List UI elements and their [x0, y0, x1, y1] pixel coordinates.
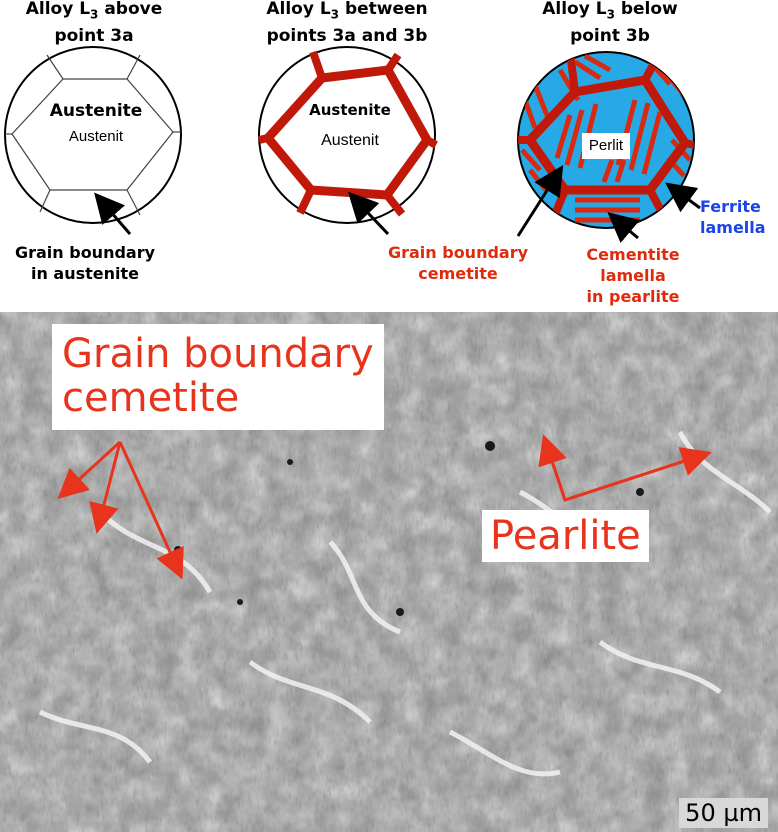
austenite-label-2: Austenite: [309, 101, 391, 119]
panel-3-title: Alloy L3 below point 3b: [542, 0, 678, 47]
grain-boundary-arrow: [94, 192, 132, 235]
grain-boundary-cementite-diagram: [258, 46, 438, 236]
panel-2-title: Alloy L3 between points 3a and 3b: [266, 0, 428, 47]
pearlite-diagram: [516, 51, 701, 243]
scale-bar: 50 µm: [679, 798, 768, 828]
austenite-label-1: Austenite: [49, 101, 143, 121]
austenite-grain-diagram: [4, 46, 182, 235]
phase-diagrams: [4, 46, 701, 243]
cementite-lamella-arrow: [607, 212, 641, 243]
austenit-label-1: Austenit: [68, 128, 124, 145]
panel-1-title: Alloy L3 above point 3a: [25, 0, 163, 47]
grain-boundary-cementite-arrow: [347, 191, 390, 236]
austenit-label-2: Austenit: [321, 132, 379, 149]
pearlite-callout: Pearlite: [482, 510, 649, 562]
pearlite-grain-boundary-arrow: [516, 164, 564, 237]
ferrite-lamella-arrow: [665, 182, 701, 213]
perlit-label: Perlit: [588, 137, 624, 154]
perlit-label-box: [582, 133, 630, 159]
micrograph-image: [0, 312, 778, 832]
